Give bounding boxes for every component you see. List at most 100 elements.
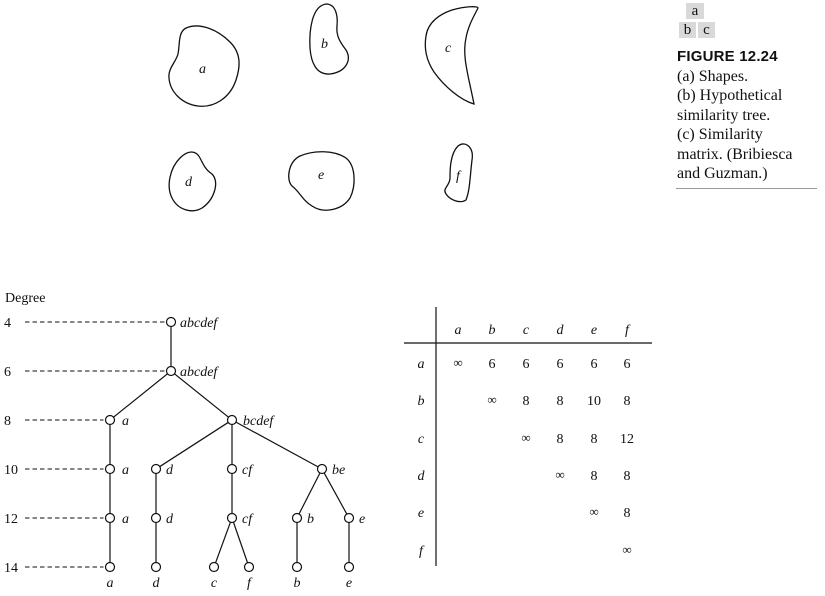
tree-edge (232, 522, 249, 563)
matrix-cell: ∞ (589, 504, 598, 519)
tree-node (243, 561, 255, 573)
degree-label: 10 (4, 463, 18, 478)
caption-line: matrix. (Bribiesca (677, 145, 793, 163)
shape-label-b: b (321, 37, 328, 52)
tree-node (226, 414, 238, 426)
shape-a-outline (168, 25, 240, 107)
matrix-cell: 6 (557, 357, 564, 372)
shape-b-outline (309, 3, 349, 75)
matrix-row-header: d (418, 469, 426, 484)
figure-number: FIGURE 12.24 (677, 48, 778, 65)
figure-caption: FIGURE 12.24 (a) Shapes. (b) Hypothetica… (677, 47, 817, 184)
matrix-cell: ∞ (487, 392, 496, 407)
panel-key: a b c (679, 3, 717, 39)
matrix-row-header: e (418, 506, 424, 521)
matrix-column-header: e (591, 323, 597, 338)
shape-label-c: c (445, 41, 452, 56)
tree-node (208, 561, 220, 573)
tree-node (343, 512, 355, 524)
shape-label-e: e (318, 168, 324, 183)
matrix-cell: 10 (587, 394, 601, 409)
tree-node (343, 561, 355, 573)
tree-node (104, 561, 116, 573)
tree-leaf-label: f (247, 576, 253, 591)
tree-node-label: b (307, 512, 314, 527)
shape-d-outline (168, 151, 217, 212)
tree-node-label: a (122, 512, 129, 527)
matrix-column-header: a (455, 323, 462, 338)
matrix-cell: 12 (620, 432, 634, 447)
tree-node-label: abcdef (180, 316, 219, 331)
matrix-row-header: b (418, 394, 425, 409)
degree-label: 14 (4, 561, 18, 576)
tree-edge (323, 472, 348, 515)
tree-node-label: cf (242, 512, 254, 527)
tree-node (291, 512, 303, 524)
matrix-cell: 6 (489, 357, 496, 372)
tree-node-label: bcdef (243, 414, 275, 429)
tree-node (150, 463, 162, 475)
tree-node (165, 365, 177, 377)
matrix-cell: ∞ (521, 430, 530, 445)
matrix-cell: 6 (624, 357, 631, 372)
tree-node (291, 561, 303, 573)
matrix-column-header: d (557, 323, 565, 338)
tree-node (150, 561, 162, 573)
matrix-row-header: f (419, 544, 425, 559)
tree-leaf-label: c (211, 576, 218, 591)
matrix-cell: 8 (557, 432, 564, 447)
tree-node (226, 463, 238, 475)
tree-node (165, 316, 177, 328)
panel-key-b: b (679, 22, 696, 38)
tree-node-label: e (359, 512, 365, 527)
tree-leaf-label: a (107, 576, 114, 591)
tree-edge (113, 373, 168, 418)
caption-line: (c) Similarity (677, 126, 763, 143)
shape-label-a: a (199, 62, 206, 77)
degree-label: 4 (4, 316, 11, 331)
matrix-cell: ∞ (453, 355, 462, 370)
shape-c-outline (424, 6, 479, 105)
matrix-cell: 8 (557, 394, 564, 409)
degree-label: 12 (4, 512, 18, 527)
tree-node-label: abcdef (180, 365, 219, 380)
panel-key-c: c (698, 22, 715, 38)
matrix-row-header: a (418, 357, 425, 372)
degree-label: 8 (4, 414, 11, 429)
matrix-cell: 8 (591, 432, 598, 447)
caption-line: (a) Shapes. (677, 67, 749, 85)
caption-line: and Guzman.) (677, 165, 768, 182)
shape-label-d: d (185, 175, 193, 190)
matrix-cell: 8 (624, 469, 631, 484)
degree-label: 6 (4, 365, 11, 380)
tree-node-label: d (166, 512, 174, 527)
tree-node-label: be (332, 463, 345, 478)
tree-node-label: a (122, 414, 129, 429)
shapes-panel (168, 3, 479, 212)
shape-label-f: f (456, 169, 462, 184)
tree-node (104, 414, 116, 426)
matrix-cell: 8 (523, 394, 530, 409)
matrix-cell: ∞ (622, 542, 631, 557)
tree-leaf-label: e (346, 576, 352, 591)
tree-node (226, 512, 238, 524)
matrix-column-header: c (523, 323, 530, 338)
tree-edge (298, 472, 321, 515)
degree-axis-title: Degree (5, 291, 45, 306)
tree-node (150, 512, 162, 524)
tree-node-label: cf (242, 463, 254, 478)
matrix-column-header: f (625, 323, 631, 338)
shape-e-outline (288, 151, 355, 211)
caption-line: (b) Hypothetical (677, 87, 783, 104)
tree-node (316, 463, 328, 475)
tree-leaf-label: d (153, 576, 161, 591)
caption-line: similarity tree. (677, 106, 771, 124)
matrix-cell: 8 (624, 506, 631, 521)
tree-node-label: a (122, 463, 129, 478)
tree-node (104, 463, 116, 475)
tree-edge (159, 421, 229, 468)
matrix-cell: 6 (523, 357, 530, 372)
